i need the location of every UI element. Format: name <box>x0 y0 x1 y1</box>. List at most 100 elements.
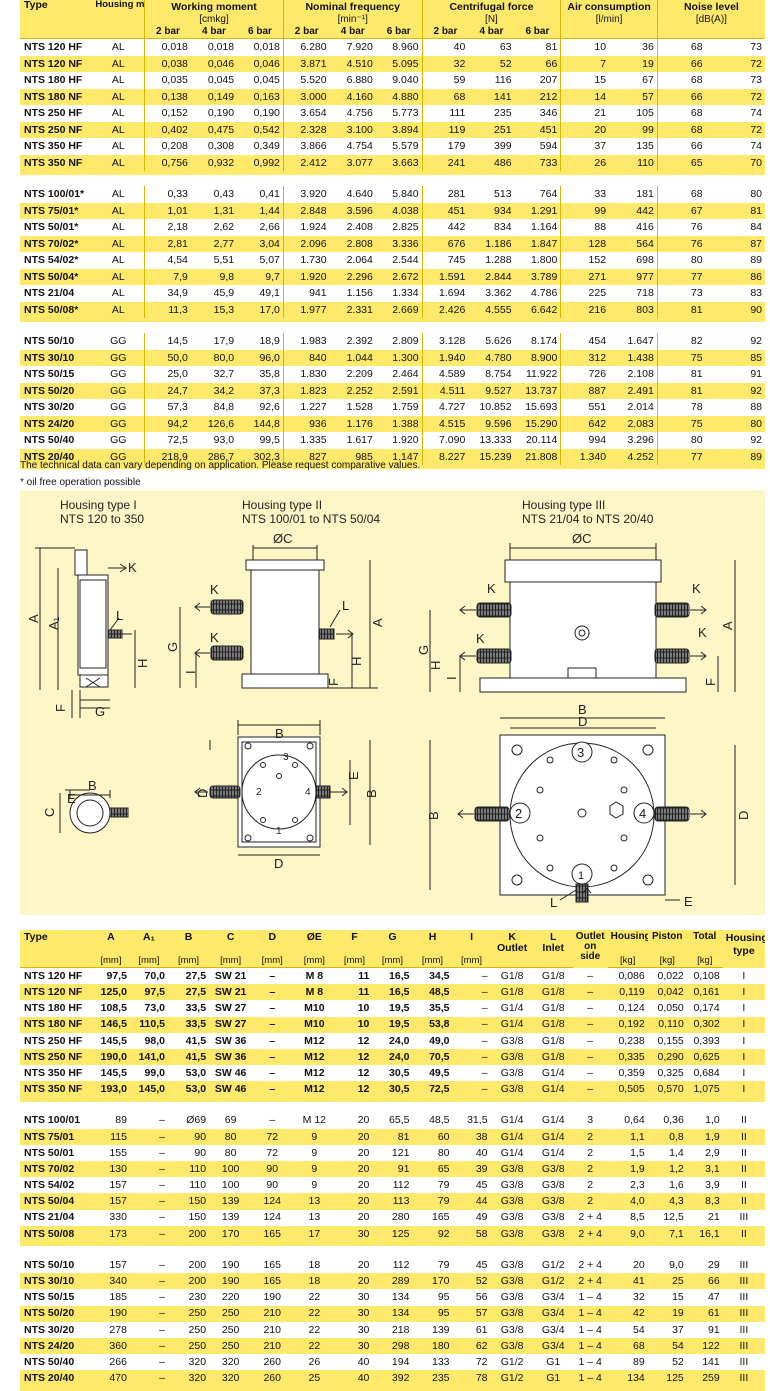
table-cell: 1.388 <box>375 415 423 432</box>
table-cell: 35,5 <box>412 1000 453 1017</box>
label-K: K <box>698 625 707 640</box>
table-cell: 594 <box>514 138 561 155</box>
row-type-cell: NTS 50/20 <box>20 382 93 399</box>
table-cell: 0,625 <box>686 1048 723 1066</box>
table-cell: 110,5 <box>129 1016 168 1033</box>
table-cell: 73,0 <box>129 1000 168 1017</box>
table-cell: Ø69 <box>167 1112 210 1129</box>
table-cell: 30 <box>336 1321 373 1338</box>
table-cell: – <box>452 1081 491 1098</box>
label-K: K <box>210 630 219 645</box>
table-cell: 180 <box>412 1337 453 1355</box>
unit-kg: [kg] <box>607 954 648 968</box>
label-D: D <box>274 856 283 871</box>
table-cell: 3,1 <box>686 1161 723 1178</box>
table-cell: 26 <box>560 154 610 171</box>
table-cell: 190 <box>209 1273 253 1290</box>
table-cell: 11 <box>336 984 373 1001</box>
label-A: A <box>720 621 735 630</box>
table-cell: 66 <box>656 138 706 155</box>
table-cell: 98,0 <box>129 1032 168 1049</box>
row-type-cell: NTS 120 NF <box>20 984 92 1001</box>
table-cell: 0,8 <box>647 1128 687 1145</box>
table-cell: G3/4 <box>533 1289 573 1306</box>
table-cell: 25,0 <box>144 366 191 383</box>
table-cell: 92 <box>412 1225 453 1242</box>
technical-data-note: The technical data can vary depending on… <box>20 460 421 471</box>
table-cell: 93,0 <box>190 432 238 449</box>
table-cell: – <box>572 1016 608 1033</box>
table-cell: 73 <box>705 38 765 56</box>
table-cell: 75 <box>656 349 706 366</box>
table-cell: G1/4 <box>533 1128 573 1145</box>
table-cell: G1/4 <box>533 1112 573 1129</box>
table-cell: 113 <box>372 1193 413 1210</box>
table-cell: 99,5 <box>237 432 284 449</box>
table-cell: G3/8 <box>533 1177 573 1194</box>
table-cell: 936 <box>282 415 330 432</box>
table-cell: – <box>129 1177 168 1194</box>
table-cell: 0,022 <box>647 967 687 985</box>
table-cell: AL <box>92 72 145 89</box>
table-cell: 1.830 <box>282 366 330 383</box>
table-cell: G1/8 <box>533 967 573 985</box>
table-cell: 1.340 <box>560 448 610 465</box>
table-cell: 2.544 <box>375 252 423 269</box>
table-cell: 564 <box>609 235 658 252</box>
table-cell: G3/8 <box>490 1081 534 1098</box>
table-cell: 260 <box>252 1354 293 1371</box>
table-cell: I <box>722 1065 765 1082</box>
table-cell: 30 <box>336 1305 373 1322</box>
table-cell: 3.596 <box>329 202 376 219</box>
table-cell: 80 <box>656 432 706 449</box>
table-cell: 8.754 <box>468 366 515 383</box>
housing-3-side-drawing <box>429 543 736 693</box>
table-cell: 157 <box>91 1257 130 1274</box>
table-cell: 4,0 <box>607 1193 648 1210</box>
table-cell: 24,0 <box>372 1032 413 1049</box>
row-type-cell: NTS 350 HF <box>20 138 93 155</box>
table-cell: G1/4 <box>490 1000 534 1017</box>
table-cell: 15.239 <box>468 448 515 465</box>
table-cell: 210 <box>252 1337 293 1355</box>
table-cell: AL <box>92 268 145 285</box>
table-cell: 33,5 <box>167 1000 210 1017</box>
table-cell: III <box>722 1305 765 1322</box>
oil-free-note: * oil free operation possible <box>20 477 141 488</box>
table-cell: M12 <box>292 1032 337 1049</box>
table-cell: 0,161 <box>686 984 723 1001</box>
table-cell: 0,542 <box>237 121 284 138</box>
table-cell: 9.040 <box>375 72 423 89</box>
table-cell: 1.591 <box>421 268 469 285</box>
table-cell: – <box>129 1112 168 1129</box>
table-cell: AL <box>92 105 145 122</box>
table-cell: III <box>722 1209 765 1226</box>
table-cell: 3.077 <box>329 154 376 171</box>
table-cell: 1.800 <box>514 252 561 269</box>
table-cell: 330 <box>91 1209 130 1226</box>
table-cell: 10.852 <box>468 399 515 416</box>
table-cell: III <box>722 1370 765 1387</box>
table-cell: 68 <box>656 186 706 203</box>
row-type-cell: NTS 30/10 <box>20 349 93 366</box>
row-type-cell: NTS 350 NF <box>20 154 93 171</box>
table-cell: – <box>452 984 491 1001</box>
table-cell: 0,43 <box>190 186 238 203</box>
table-cell: G1/4 <box>533 1065 573 1082</box>
table-cell: SW 36 <box>209 1048 253 1066</box>
table-cell: 72,5 <box>144 432 191 449</box>
table-cell: 0,155 <box>647 1032 687 1049</box>
table-cell: 83 <box>705 285 765 302</box>
table-cell: 0,302 <box>686 1016 723 1033</box>
port-2: 2 <box>515 806 522 821</box>
row-type-cell: NTS 120 NF <box>20 55 93 72</box>
table-cell: 81 <box>656 382 706 399</box>
table-cell: 2 + 4 <box>572 1257 608 1274</box>
table-cell: 135 <box>609 138 658 155</box>
table-cell: 5.579 <box>375 138 423 155</box>
